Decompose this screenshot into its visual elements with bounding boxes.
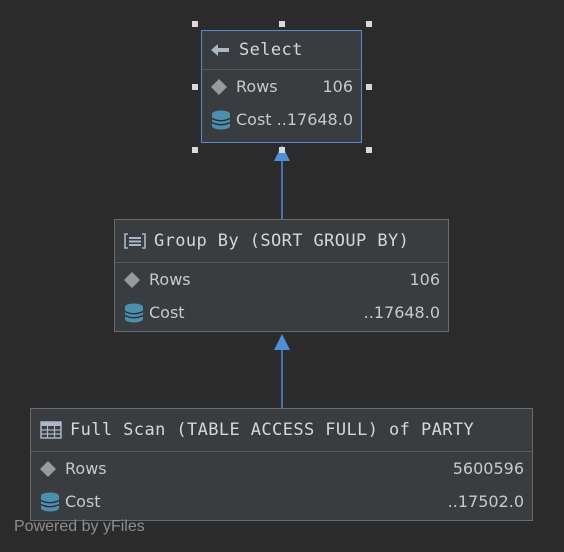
cost-label: Cost [236,110,272,129]
rows-row: Rows 5600596 [31,452,532,485]
node-title: Select [202,31,361,70]
node-select[interactable]: Select Rows 106 Cost ..17648.0 [201,30,362,143]
yfiles-watermark: Powered by yFiles [14,518,145,535]
node-title-text: Group By (SORT GROUP BY) [154,231,410,251]
selection-handle[interactable] [192,84,198,90]
edge-fullscan-to-groupby[interactable] [274,334,290,408]
list-icon [124,232,146,250]
rows-value: 106 [322,77,353,96]
selection-handle[interactable] [366,84,372,90]
diamond-icon [39,460,57,478]
selection-handle[interactable] [192,147,198,153]
node-group-by[interactable]: Group By (SORT GROUP BY) Rows 106 Cost .… [114,219,449,332]
selection-handle[interactable] [192,21,198,27]
rows-value: 106 [409,270,440,289]
node-title: Group By (SORT GROUP BY) [115,220,448,263]
cost-label: Cost [65,492,101,511]
node-title-text: Full Scan (TABLE ACCESS FULL) of PARTY [70,420,475,440]
cost-label: Cost [149,303,185,322]
cost-row: Cost ..17502.0 [31,485,532,518]
cost-value: ..17648.0 [363,303,440,322]
cost-value: ..17502.0 [447,492,524,511]
selection-handle[interactable] [279,147,285,153]
selection-handle[interactable] [366,147,372,153]
edge-groupby-to-select[interactable] [274,145,290,219]
cost-row: Cost ..17648.0 [202,103,361,136]
arrow-left-icon [211,43,231,57]
rows-label: Rows [65,459,107,478]
diamond-icon [210,78,228,96]
arrowhead-icon [274,145,290,161]
database-icon [39,491,61,513]
rows-value: 5600596 [452,459,524,478]
rows-label: Rows [149,270,191,289]
node-full-scan[interactable]: Full Scan (TABLE ACCESS FULL) of PARTY R… [30,408,533,521]
rows-row: Rows 106 [202,70,361,103]
database-icon [210,109,232,131]
rows-row: Rows 106 [115,263,448,296]
selection-handle[interactable] [279,21,285,27]
cost-value: ..17648.0 [276,110,353,129]
node-title: Full Scan (TABLE ACCESS FULL) of PARTY [31,409,532,452]
rows-label: Rows [236,77,278,96]
arrowhead-icon [274,334,290,350]
diamond-icon [123,271,141,289]
database-icon [123,302,145,324]
node-title-text: Select [239,40,303,60]
selection-handle[interactable] [366,21,372,27]
cost-row: Cost ..17648.0 [115,296,448,329]
table-icon [40,421,62,439]
